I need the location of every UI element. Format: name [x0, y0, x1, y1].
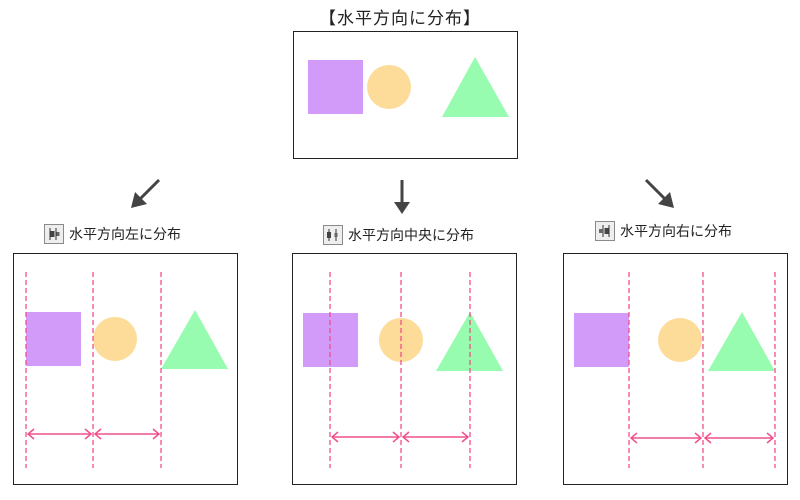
panel-center-shapes: [303, 272, 503, 468]
arrow-down-icon: [394, 180, 410, 214]
purple-square: [26, 312, 81, 366]
purple-square: [308, 60, 363, 114]
source-shapes: [308, 57, 509, 117]
distribute-right-icon: [595, 221, 615, 241]
orange-circle: [93, 317, 137, 361]
arrow-down-right-icon: [644, 178, 674, 208]
label-text: 水平方向中央に分布: [348, 228, 474, 244]
green-triangle: [442, 57, 509, 117]
label-distribute-right: 水平方向右に分布: [595, 221, 732, 241]
distribute-left-icon: [44, 224, 64, 244]
panel-left-shapes: [25, 272, 228, 468]
green-triangle: [436, 312, 503, 371]
purple-square: [574, 313, 629, 367]
panel-distribute-left: [13, 253, 238, 485]
green-triangle: [708, 312, 775, 371]
label-text: 水平方向右に分布: [620, 224, 732, 240]
source-frame: [293, 31, 518, 159]
orange-circle: [658, 318, 702, 362]
arrow-down-left-icon: [131, 178, 161, 208]
distribute-center-icon: [323, 225, 343, 245]
label-distribute-left: 水平方向左に分布: [44, 224, 181, 244]
label-distribute-center: 水平方向中央に分布: [323, 225, 474, 245]
label-text: 水平方向左に分布: [69, 227, 181, 243]
panel-right-shapes: [574, 272, 776, 468]
green-triangle: [161, 310, 228, 369]
orange-circle: [367, 65, 411, 109]
panel-distribute-center: [292, 253, 517, 485]
panel-distribute-right: [563, 253, 788, 485]
diagram-title: 【水平方向に分布】: [319, 9, 481, 29]
